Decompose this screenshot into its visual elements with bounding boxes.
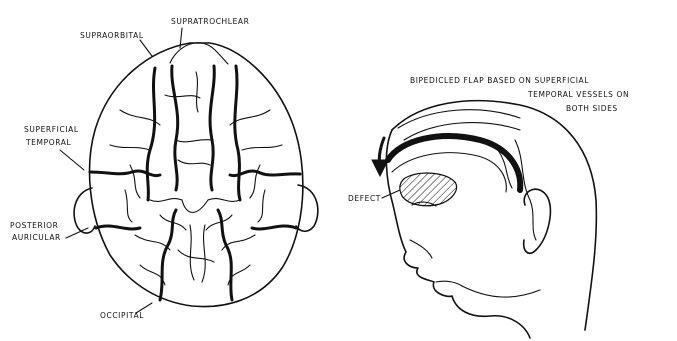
superficial-temporal-vessel-left [90, 171, 160, 176]
ear [524, 189, 551, 253]
label-superficial: SUPERFICIAL [24, 125, 79, 134]
arrow-head [372, 160, 388, 176]
posterior-auricular-vessel-left [96, 226, 140, 229]
left-ear [74, 188, 95, 233]
occipital-vessel-left [160, 210, 176, 300]
supratrochlear-vessel [172, 66, 178, 190]
occipital-vessel-right [218, 210, 232, 300]
label-posterior: POSTERIOR [10, 221, 58, 230]
nose-line [410, 240, 432, 258]
caption-line-2: TEMPORAL VESSELS ON [527, 90, 629, 99]
jaw-line [462, 286, 540, 297]
posterior-auricular-vessel-right [252, 226, 296, 229]
label-supraorbital: SUPRAORBITAL [80, 31, 144, 40]
head-profile-panel: BIPEDICLED FLAP BASED ON SUPERFICIAL TEM… [348, 76, 629, 338]
defect-area [400, 173, 457, 206]
leader-superficial-temporal [60, 150, 84, 170]
scalp-vessels-panel: SUPRATROCHLEAR SUPRAORBITAL SUPERFICIAL … [10, 17, 318, 320]
label-defect: DEFECT [348, 194, 381, 203]
label-supratrochlear: SUPRATROCHLEAR [171, 17, 249, 26]
vascular-network [110, 72, 282, 285]
label-auricular: AURICULAR [12, 233, 61, 242]
supratrochlear-vessel-right [210, 66, 214, 190]
caption-line-1: BIPEDICLED FLAP BASED ON SUPERFICIAL [410, 76, 589, 85]
caption-line-3: BOTH SIDES [566, 104, 618, 113]
supraorbital-vessel-right [235, 66, 240, 200]
supraorbital-vessel [147, 68, 155, 200]
mouth-line [436, 281, 462, 286]
leader-supraorbital [140, 40, 152, 56]
label-temporal: TEMPORAL [25, 138, 71, 147]
